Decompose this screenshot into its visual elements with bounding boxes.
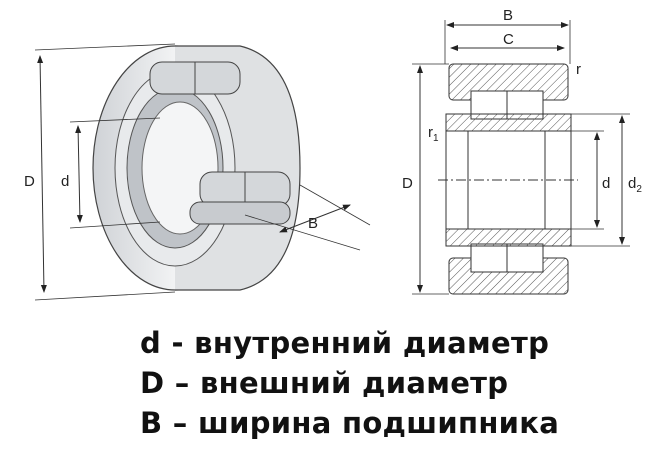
label-d-right: d [602,175,610,192]
legend-width: B – ширина подшипника [140,406,560,440]
label-B-left: B [308,215,318,232]
label-r: r [576,61,581,78]
bearing-3d-view: D d B [24,43,371,301]
legend-outer-diameter: D – внешний диаметр [140,366,509,400]
legend-inner-diameter: d - внутренний диаметр [140,326,550,360]
label-B-right: B [503,7,513,24]
label-d2: d2 [628,175,642,195]
bearing-section-view: B C r r1 D d d2 [402,7,642,295]
label-D-left: D [24,173,35,190]
label-d-left: d [61,173,69,190]
label-D-right: D [402,175,413,192]
label-C: C [503,31,514,48]
label-r1: r1 [428,124,439,144]
